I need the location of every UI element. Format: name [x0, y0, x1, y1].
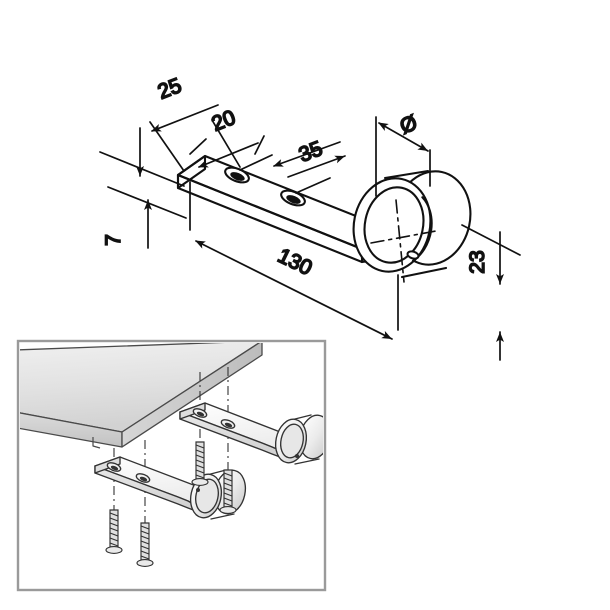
mounting-hole-2: [280, 189, 306, 207]
ext-line-25-b: [211, 119, 241, 168]
screw-4-head: [219, 506, 237, 514]
ext-line-7-a: [99, 151, 185, 187]
bracket-upper-collar: [274, 414, 323, 465]
screw-1-threads: [109, 512, 119, 547]
screw-2-head: [136, 559, 154, 567]
bracket-upper-hole-1-bore: [196, 411, 205, 417]
screw-3-head: [191, 478, 209, 486]
screw-3-threads: [195, 444, 205, 479]
screw-4-threads: [223, 472, 233, 507]
mounting-screw-1: [105, 509, 123, 554]
bracket-upper-collar-bore: [279, 423, 305, 459]
dim-25-label: 25: [155, 74, 185, 104]
dimension-23: 23: [461, 224, 521, 361]
ext-line-7-b: [107, 186, 187, 219]
mounting-hole-1: [224, 166, 250, 184]
bracket-upper-collar-bottom: [294, 458, 320, 465]
dim-line-dia: [378, 122, 429, 152]
bracket-upper: [179, 402, 323, 465]
set-screw-hole: [406, 250, 420, 260]
bracket-lower-collar-bore: [194, 478, 220, 514]
mounting-screw-4: [219, 469, 237, 514]
ext-line-20-a: [189, 138, 207, 155]
bracket-lower: [94, 456, 247, 520]
dim-35-label: 35: [296, 137, 326, 167]
dim-20-label: 20: [209, 106, 239, 136]
installation-inset: [16, 339, 327, 592]
collar-ring: [352, 169, 472, 279]
panel-corner-tick: [92, 437, 101, 449]
dimension-7: 7: [99, 127, 187, 249]
collar-barrel-top: [383, 169, 430, 180]
ext-line-35-a: [239, 154, 273, 171]
dim-line-130: [195, 240, 393, 340]
collar-barrel-bottom: [400, 266, 448, 279]
dim-7-label: 7: [102, 234, 125, 246]
mounting-panel: [20, 343, 263, 449]
main-isometric-view: [176, 154, 472, 283]
bar-front-face: [176, 173, 364, 264]
center-line-vertical: [395, 199, 405, 283]
bracket-lower-hole-2-bore: [139, 476, 148, 482]
dimension-layer: 25 20 35 7 130: [99, 73, 521, 361]
dim-line-35-b: [287, 155, 346, 178]
bracket-lower-collar-bottom: [210, 513, 235, 520]
screw-2-threads: [140, 525, 150, 560]
bracket-lower-setscrew: [196, 488, 200, 492]
ext-line-20-b: [254, 135, 265, 155]
dim-130-label: 130: [274, 244, 316, 280]
bracket-lower-hole-1-bore: [110, 465, 119, 471]
ext-line-35-b: [295, 177, 331, 194]
bracket-upper-hole-2-bore: [224, 422, 233, 428]
bracket-upper-end: [179, 402, 206, 420]
screw-group: [105, 441, 237, 567]
dimension-35: 35: [239, 136, 346, 194]
dim-line-25: [151, 104, 219, 132]
mounting-screw-2: [136, 522, 154, 567]
bracket-upper-setscrew: [295, 454, 299, 458]
screw-1-head: [105, 546, 123, 554]
ext-line-23-a: [461, 224, 521, 256]
dim-23-label: 23: [466, 250, 489, 273]
dim-line-35: [273, 141, 341, 167]
dim-line-20: [198, 142, 259, 168]
mounting-screw-3: [191, 441, 209, 486]
panel-end-face: [121, 343, 263, 448]
hole-group: [224, 166, 306, 207]
